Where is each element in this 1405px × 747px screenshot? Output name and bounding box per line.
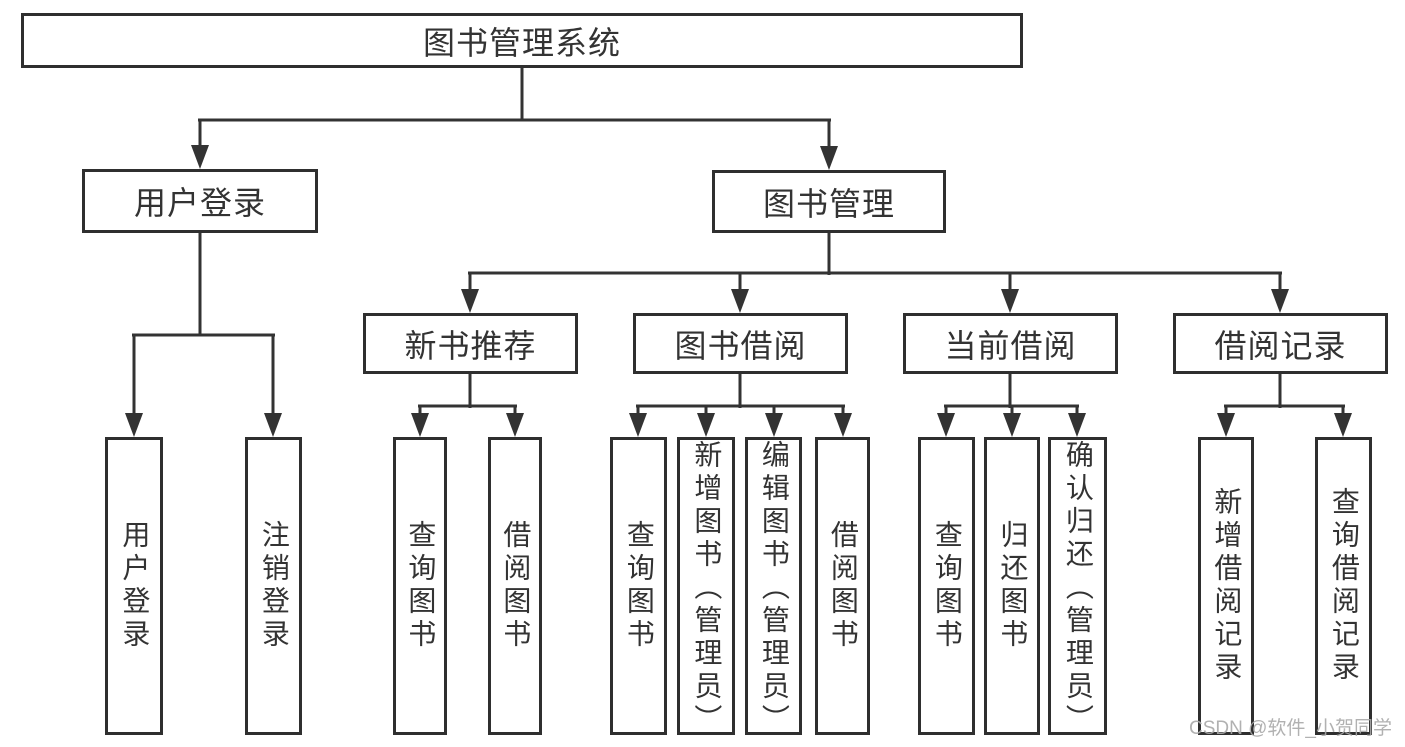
leaf-query-books-borrowing: 查询图书 [610, 437, 667, 735]
leaf-query-books-newrec: 查询图书 [393, 437, 447, 735]
leaf-label: 确认归还（管理员） [1062, 440, 1094, 737]
leaf-borrow-books-borrowing: 借阅图书 [815, 437, 870, 735]
leaf-label: 注销登录 [258, 520, 290, 652]
leaf-label: 查询图书 [931, 520, 963, 652]
leaf-user-login: 用户登录 [105, 437, 163, 735]
leaf-label: 用户登录 [119, 520, 151, 652]
leaf-label: 新增借阅记录 [1211, 487, 1243, 685]
leaf-borrow-books-newrec: 借阅图书 [488, 437, 542, 735]
csdn-watermark: CSDN @软件_小贺同学 [1189, 718, 1392, 739]
node-label: 图书借阅 [674, 327, 807, 364]
leaf-label: 借阅图书 [500, 520, 532, 652]
node-label: 当前借阅 [944, 327, 1077, 364]
node-book-borrowing: 图书借阅 [633, 313, 848, 374]
node-user-login: 用户登录 [82, 169, 318, 233]
leaf-query-books-current: 查询图书 [918, 437, 975, 735]
leaf-return-book: 归还图书 [984, 437, 1040, 735]
node-label: 图书管理 [762, 185, 895, 222]
leaf-confirm-return-admin: 确认归还（管理员） [1048, 437, 1107, 737]
leaf-add-borrowing-record: 新增借阅记录 [1198, 437, 1254, 735]
leaf-edit-book-admin: 编辑图书（管理员） [745, 437, 802, 737]
node-library-management-system: 图书管理系统 [21, 13, 1023, 68]
node-label: 图书管理系统 [422, 24, 621, 61]
leaf-logout: 注销登录 [245, 437, 302, 735]
leaf-add-book-admin: 新增图书（管理员） [677, 437, 735, 737]
leaf-label: 新增图书（管理员） [691, 440, 723, 737]
node-label: 新书推荐 [404, 327, 537, 364]
leaf-label: 归还图书 [997, 520, 1029, 652]
node-borrowing-records: 借阅记录 [1173, 313, 1388, 374]
leaf-label: 查询借阅记录 [1328, 487, 1360, 685]
leaf-query-borrowing-record: 查询借阅记录 [1315, 437, 1372, 735]
node-new-book-recommendation: 新书推荐 [363, 313, 578, 374]
leaf-label: 编辑图书（管理员） [758, 440, 790, 737]
node-book-management: 图书管理 [712, 170, 946, 233]
leaf-label: 借阅图书 [827, 520, 859, 652]
leaf-label: 查询图书 [623, 520, 655, 652]
node-label: 借阅记录 [1214, 327, 1347, 364]
node-current-borrowing: 当前借阅 [903, 313, 1118, 374]
leaf-label: 查询图书 [405, 520, 437, 652]
node-label: 用户登录 [133, 185, 266, 221]
